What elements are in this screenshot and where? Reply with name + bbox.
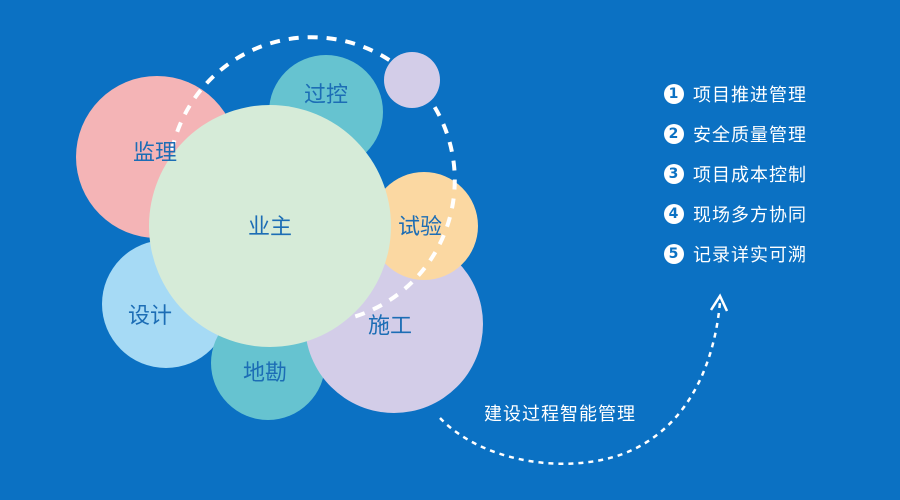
bubble-testing — [370, 172, 478, 280]
number-badge: 1 — [664, 84, 684, 104]
feature-item: 3 项目成本控制 — [664, 154, 807, 194]
feature-item: 2 安全质量管理 — [664, 114, 807, 154]
label-owner: 业主 — [248, 215, 292, 240]
feature-label: 记录详实可溯 — [693, 245, 807, 266]
feature-item: 4 现场多方协同 — [664, 194, 807, 234]
number-badge: 4 — [664, 204, 684, 224]
feature-list: 1 项目推进管理 2 安全质量管理 3 项目成本控制 4 现场多方协同 5 记录详实可溯 — [664, 74, 807, 274]
dashed-flow-arrow — [439, 301, 722, 465]
number-badge: 3 — [664, 164, 684, 184]
flow-label: 建设过程智能管理 — [484, 404, 636, 425]
bubble-owner — [149, 105, 391, 347]
feature-label: 安全质量管理 — [693, 125, 807, 146]
number-badge: 2 — [664, 124, 684, 144]
number-badge: 5 — [664, 244, 684, 264]
feature-label: 项目推进管理 — [693, 85, 807, 106]
feature-item: 5 记录详实可溯 — [664, 234, 807, 274]
feature-label: 项目成本控制 — [693, 165, 807, 186]
label-testing: 试验 — [398, 215, 442, 240]
feature-item: 1 项目推进管理 — [664, 74, 807, 114]
label-design: 设计 — [128, 304, 172, 329]
label-survey: 地勘 — [243, 361, 287, 386]
label-supervision: 监理 — [133, 141, 177, 166]
bubble-small — [384, 52, 440, 108]
feature-label: 现场多方协同 — [693, 205, 807, 226]
label-construction: 施工 — [368, 314, 412, 339]
arrow-head-icon — [709, 293, 729, 312]
label-process-control: 过控 — [304, 83, 348, 108]
